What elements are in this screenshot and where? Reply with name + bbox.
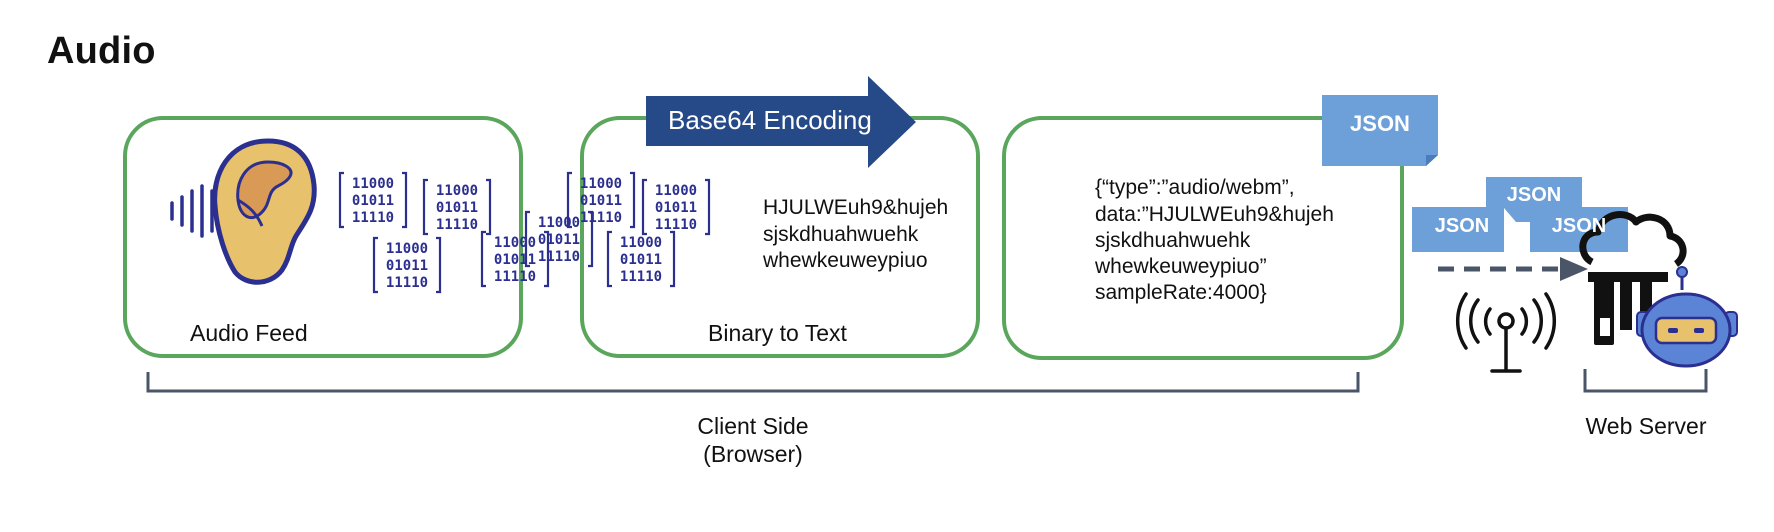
json-line: {“type”:”audio/webm”, <box>1095 176 1295 199</box>
audio-feed-label: Audio Feed <box>190 320 308 346</box>
json-tag-top: JSON <box>1506 184 1562 206</box>
json-document-icon <box>1322 95 1438 166</box>
base64-arrow-shape <box>646 76 916 168</box>
json-tag-right: JSON <box>1551 215 1607 237</box>
json-line: data:”HJULWEuh9&hujeh <box>1095 203 1334 226</box>
web-server-bracket <box>1583 369 1708 393</box>
client-side-line1: Client Side <box>697 413 809 439</box>
diagram-title: Audio <box>47 30 156 72</box>
web-server-label: Web Server <box>1585 413 1707 439</box>
json-tag-left: JSON <box>1434 215 1490 237</box>
json-payload-box <box>1002 116 1404 360</box>
base64-encoding-label: Base64 Encoding <box>668 105 872 135</box>
json-tag-main: JSON <box>1350 111 1410 136</box>
client-side-line2: (Browser) <box>703 441 803 467</box>
json-line: sjskdhuahwuehk <box>1095 229 1251 252</box>
dashed-arrow-icon <box>1438 257 1588 281</box>
antenna-icon <box>1455 292 1557 373</box>
encoded-line: whewkeuweypiuo <box>763 249 928 272</box>
binary-to-text-label: Binary to Text <box>708 320 847 346</box>
json-line: sampleRate:4000} <box>1095 281 1267 304</box>
encoded-line: sjskdhuahwuehk <box>763 223 919 246</box>
ear-icon <box>212 138 317 285</box>
client-side-label: Client Side (Browser) <box>653 412 853 468</box>
json-stack-icons <box>1412 177 1628 252</box>
robot-icon <box>1636 292 1738 368</box>
client-side-bracket <box>146 372 1360 393</box>
encoded-line: HJULWEuh9&hujeh <box>763 196 949 219</box>
json-line: whewkeuweypiuo” <box>1095 255 1267 278</box>
binary-data-icons <box>338 171 711 294</box>
cloud-server-icon <box>1579 211 1688 345</box>
